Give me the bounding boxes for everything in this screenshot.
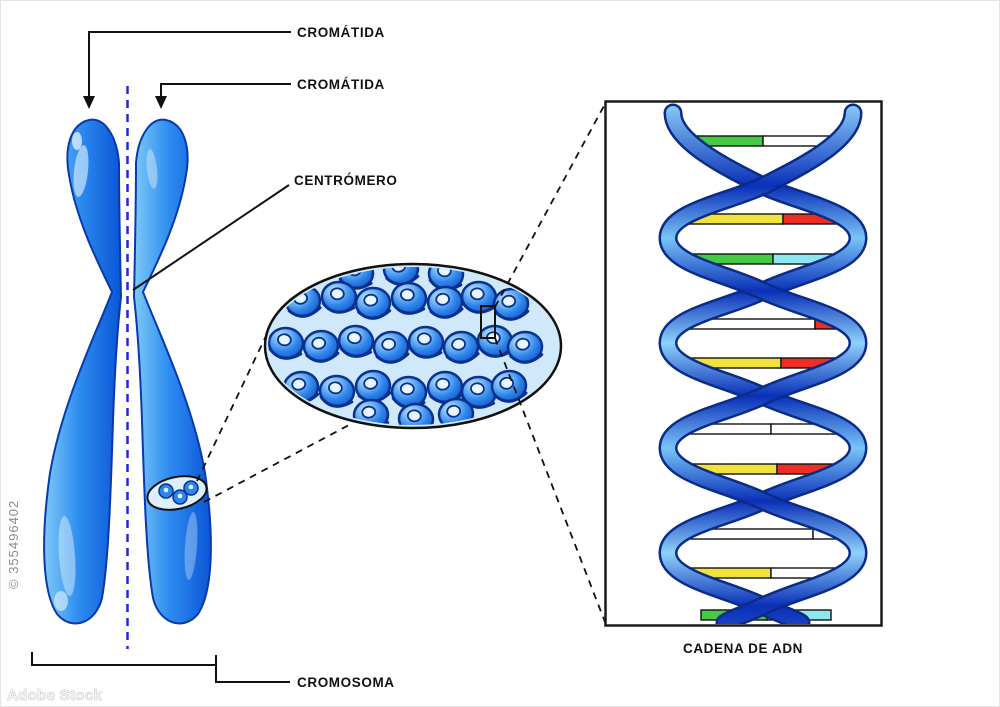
cromatida-bottom-leader: [160, 83, 291, 97]
cromatida-bottom-arrowhead: [155, 96, 167, 109]
chromosome-figure: [43, 86, 212, 649]
cadena-adn-label: CADENA DE ADN: [683, 641, 803, 656]
dna-section-marker: [480, 305, 496, 339]
cromatida-top-label: CROMÁTIDA: [297, 25, 385, 40]
cromatida-top-arrowhead: [83, 96, 95, 109]
cromatida-bottom-label: CROMÁTIDA: [297, 77, 385, 92]
chromatid-right-shape: [132, 118, 212, 625]
centromero-label: CENTRÓMERO: [294, 173, 398, 188]
chromosome-gloss-highlights: [54, 132, 198, 611]
cromatida-top-leader: [88, 31, 291, 97]
annotation-lines: [31, 31, 291, 683]
mini-coils: [158, 480, 199, 505]
zoom-connector-lines-left: [196, 316, 350, 503]
dna-strand-b: [658, 103, 868, 624]
chromatin-callout-small-ellipse: [146, 475, 208, 511]
cromosoma-label: CROMOSOMA: [297, 675, 395, 690]
zoom-connector-lines-right: [494, 103, 606, 623]
chromatid-left-shape: [43, 118, 123, 625]
dna-helix-box: [604, 100, 883, 627]
stock-brand-watermark: Adobe Stock: [7, 687, 102, 704]
stock-id-watermark: © 355496402: [6, 500, 21, 589]
chromatin-zoom-ellipse: [263, 262, 563, 430]
centromero-leader: [132, 184, 290, 291]
cromosoma-bracket: [31, 652, 290, 683]
